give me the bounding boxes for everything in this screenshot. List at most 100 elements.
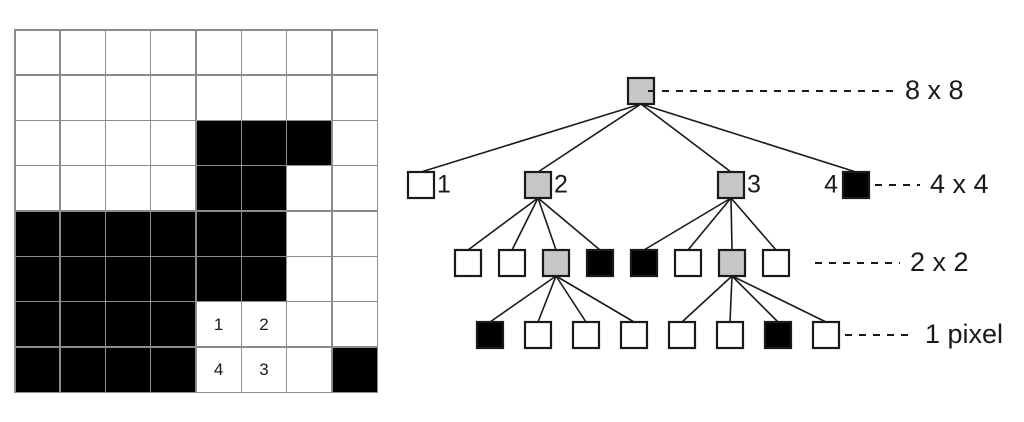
pixel-cell-r4-c5 <box>242 211 286 256</box>
pixel-cell-r7-c7 <box>332 347 377 392</box>
tree-edge <box>730 197 777 251</box>
pixel-cell-r0-c7 <box>332 30 377 75</box>
tree-node-quad-3-gray <box>716 170 746 200</box>
tree-node-pixel-5-white <box>667 320 697 350</box>
pixel-cell-r7-c6 <box>287 347 332 392</box>
pixel-cell-r6-c2 <box>106 302 150 347</box>
pixel-cell-r2-c1 <box>60 121 105 165</box>
pixel-cell-label: 3 <box>259 360 269 380</box>
pixel-cell-r5-c2 <box>106 257 150 301</box>
pixel-cell-r0-c3 <box>151 30 196 75</box>
pixel-cell-r4-c0 <box>15 211 60 256</box>
tree-node-pixel-6-white <box>715 320 745 350</box>
pixel-cell-label: 4 <box>213 360 224 380</box>
tree-node-pixel-7-black <box>763 320 793 350</box>
pixel-cell-r6-c4: 1 <box>196 302 241 347</box>
tree-node-sub-4-black <box>585 248 615 278</box>
pixel-cell-r5-c1 <box>60 257 105 301</box>
tree-edge <box>640 103 857 173</box>
pixel-cell-r3-c2 <box>106 166 150 211</box>
tree-edge <box>555 275 587 323</box>
tree-node-number-3: 3 <box>747 171 761 199</box>
tree-edge <box>729 275 733 323</box>
pixel-cell-r4-c4 <box>196 211 241 256</box>
pixel-cell-r7-c0 <box>15 347 60 392</box>
pixel-cell-r1-c2 <box>106 75 150 120</box>
tree-node-number-2: 2 <box>554 171 568 199</box>
pixel-cell-r3-c1 <box>60 166 105 211</box>
pixel-cell-r4-c7 <box>332 211 377 256</box>
pixel-cell-r0-c4 <box>196 30 241 75</box>
pixel-cell-r1-c0 <box>15 75 60 120</box>
pixel-cell-r0-c1 <box>60 30 105 75</box>
pixel-cell-r2-c0 <box>15 121 60 165</box>
tree-edge <box>730 197 733 251</box>
pixel-cell-r3-c7 <box>332 166 377 211</box>
tree-edge <box>537 275 557 323</box>
tree-node-quad-2-gray <box>523 170 553 200</box>
tree-edge <box>555 275 635 323</box>
pixel-cell-r2-c5 <box>242 121 286 165</box>
pixel-cell-r0-c6 <box>287 30 332 75</box>
level-label-level-2x2: 2 x 2 <box>910 247 969 277</box>
pixel-cell-r5-c4 <box>196 257 241 301</box>
tree-edge <box>537 197 601 251</box>
pixel-cell-r6-c5: 2 <box>242 302 286 347</box>
pixel-cell-label: 2 <box>259 314 269 334</box>
pixel-cell-r0-c2 <box>106 30 150 75</box>
tree-edge <box>643 197 732 251</box>
pixel-cell-r5-c3 <box>151 257 196 301</box>
pixel-cell-r1-c4 <box>196 75 241 120</box>
pixel-cell-r7-c1 <box>60 347 105 392</box>
tree-edge <box>467 197 539 251</box>
pixel-cell-r4-c6 <box>287 211 332 256</box>
pixel-cell-r5-c0 <box>15 257 60 301</box>
pixel-cell-r4-c1 <box>60 211 105 256</box>
tree-node-pixel-4-white <box>619 320 649 350</box>
pixel-cell-r5-c6 <box>287 257 332 301</box>
pixel-cell-r4-c3 <box>151 211 196 256</box>
pixel-cell-r7-c4: 4 <box>196 347 241 392</box>
pixel-cell-r2-c4 <box>196 121 241 165</box>
tree-edge <box>731 275 827 323</box>
pixel-grid: 1 2 4 3 <box>14 29 378 393</box>
pixel-cell-r3-c0 <box>15 166 60 211</box>
tree-edge <box>420 103 642 173</box>
pixel-cell-r1-c1 <box>60 75 105 120</box>
pixel-cell-r0-c0 <box>15 30 60 75</box>
level-label-level-8x8: 8 x 8 <box>905 75 964 105</box>
pixel-cell-r0-c5 <box>242 30 286 75</box>
pixel-cell-r6-c3 <box>151 302 196 347</box>
tree-node-sub-6-white <box>673 248 703 278</box>
pixel-cell-r5-c5 <box>242 257 286 301</box>
tree-node-sub-2-white <box>497 248 527 278</box>
tree-edge <box>511 197 539 251</box>
pixel-cell-r1-c7 <box>332 75 377 120</box>
tree-edge <box>681 275 733 323</box>
pixel-cell-r4-c2 <box>106 211 150 256</box>
pixel-cell-r7-c3 <box>151 347 196 392</box>
pixel-cell-r2-c7 <box>332 121 377 165</box>
tree-node-sub-8-white <box>761 248 791 278</box>
pixel-cell-r3-c5 <box>242 166 286 211</box>
pixel-cell-label: 1 <box>213 314 224 334</box>
tree-node-sub-3-gray <box>541 248 571 278</box>
pixel-cell-r5-c7 <box>332 257 377 301</box>
tree-node-number-1: 1 <box>437 171 451 199</box>
pixel-cell-r3-c3 <box>151 166 196 211</box>
pixel-cell-r2-c6 <box>287 121 332 165</box>
tree-node-quad-1-white <box>406 170 436 200</box>
tree-node-sub-1-white <box>453 248 483 278</box>
tree-edge <box>687 197 732 251</box>
pixel-cell-r2-c2 <box>106 121 150 165</box>
pixel-cell-r1-c6 <box>287 75 332 120</box>
tree-edge <box>537 197 557 251</box>
tree-node-quad-4-black <box>841 170 871 200</box>
pixel-cell-r6-c0 <box>15 302 60 347</box>
tree-node-sub-5-black <box>629 248 659 278</box>
pixel-grid-panel: 1 2 4 3 <box>14 29 378 393</box>
tree-node-pixel-2-white <box>523 320 553 350</box>
pixel-cell-r1-c5 <box>242 75 286 120</box>
